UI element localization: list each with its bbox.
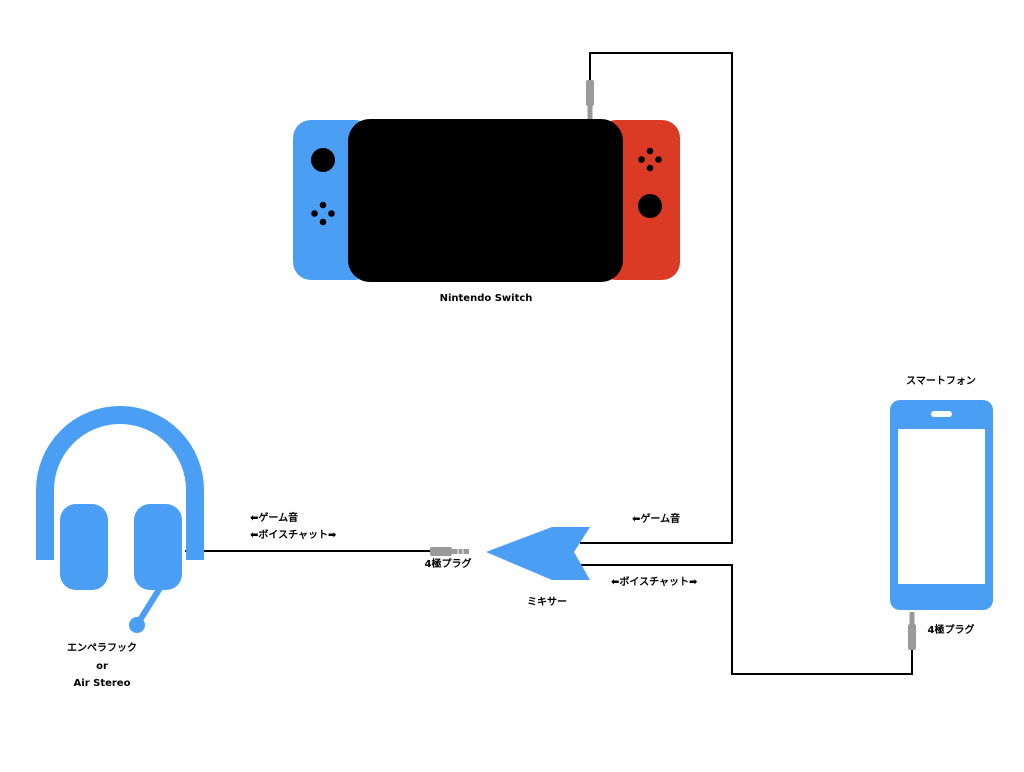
headset-label-line3: Air Stereo: [73, 678, 131, 689]
switch-label: Nintendo Switch: [439, 293, 533, 304]
mic-icon: [129, 617, 145, 633]
plug-left-icon: [430, 547, 469, 556]
wires: [185, 52, 913, 675]
ear-cup-left: [60, 504, 108, 590]
switch-plug-icon: [586, 80, 594, 119]
right-stick-icon: [638, 194, 662, 218]
plug-phone-label: 4極プラグ: [927, 625, 975, 636]
smartphone-icon: [890, 400, 993, 650]
left-dpad-icon: [311, 201, 335, 226]
left-stick-icon: [311, 148, 335, 172]
mixer-label: ミキサー: [527, 597, 567, 608]
phone-screen: [898, 429, 985, 584]
switch-screen: [348, 119, 623, 282]
headset-label-line2: or: [96, 661, 108, 672]
headband: [36, 406, 204, 560]
left-game-audio-label: ⬅ゲーム音: [250, 513, 299, 524]
headset-label-line1: エンペラフック: [67, 643, 137, 654]
ear-cup-right: [134, 504, 182, 590]
phone-speaker: [931, 411, 952, 417]
game-console-icon: [293, 80, 680, 282]
phone-plug-icon: [908, 612, 916, 650]
mic-boom: [137, 585, 163, 623]
right-buttons-icon: [638, 147, 662, 172]
right-voice-chat-label: ⬅ボイスチャット➡: [611, 577, 698, 588]
mixer-arrow-icon: [486, 527, 590, 580]
plug-left-label: 4極プラグ: [424, 559, 472, 570]
smartphone-label: スマートフォン: [906, 376, 976, 387]
left-voice-chat-label: ⬅ボイスチャット➡: [250, 530, 337, 541]
right-game-audio-label: ⬅ゲーム音: [632, 514, 681, 525]
headset-icon: [36, 406, 204, 633]
wire-phone-to-mixer: [580, 564, 913, 675]
wire-switch-to-mixer: [580, 52, 733, 544]
